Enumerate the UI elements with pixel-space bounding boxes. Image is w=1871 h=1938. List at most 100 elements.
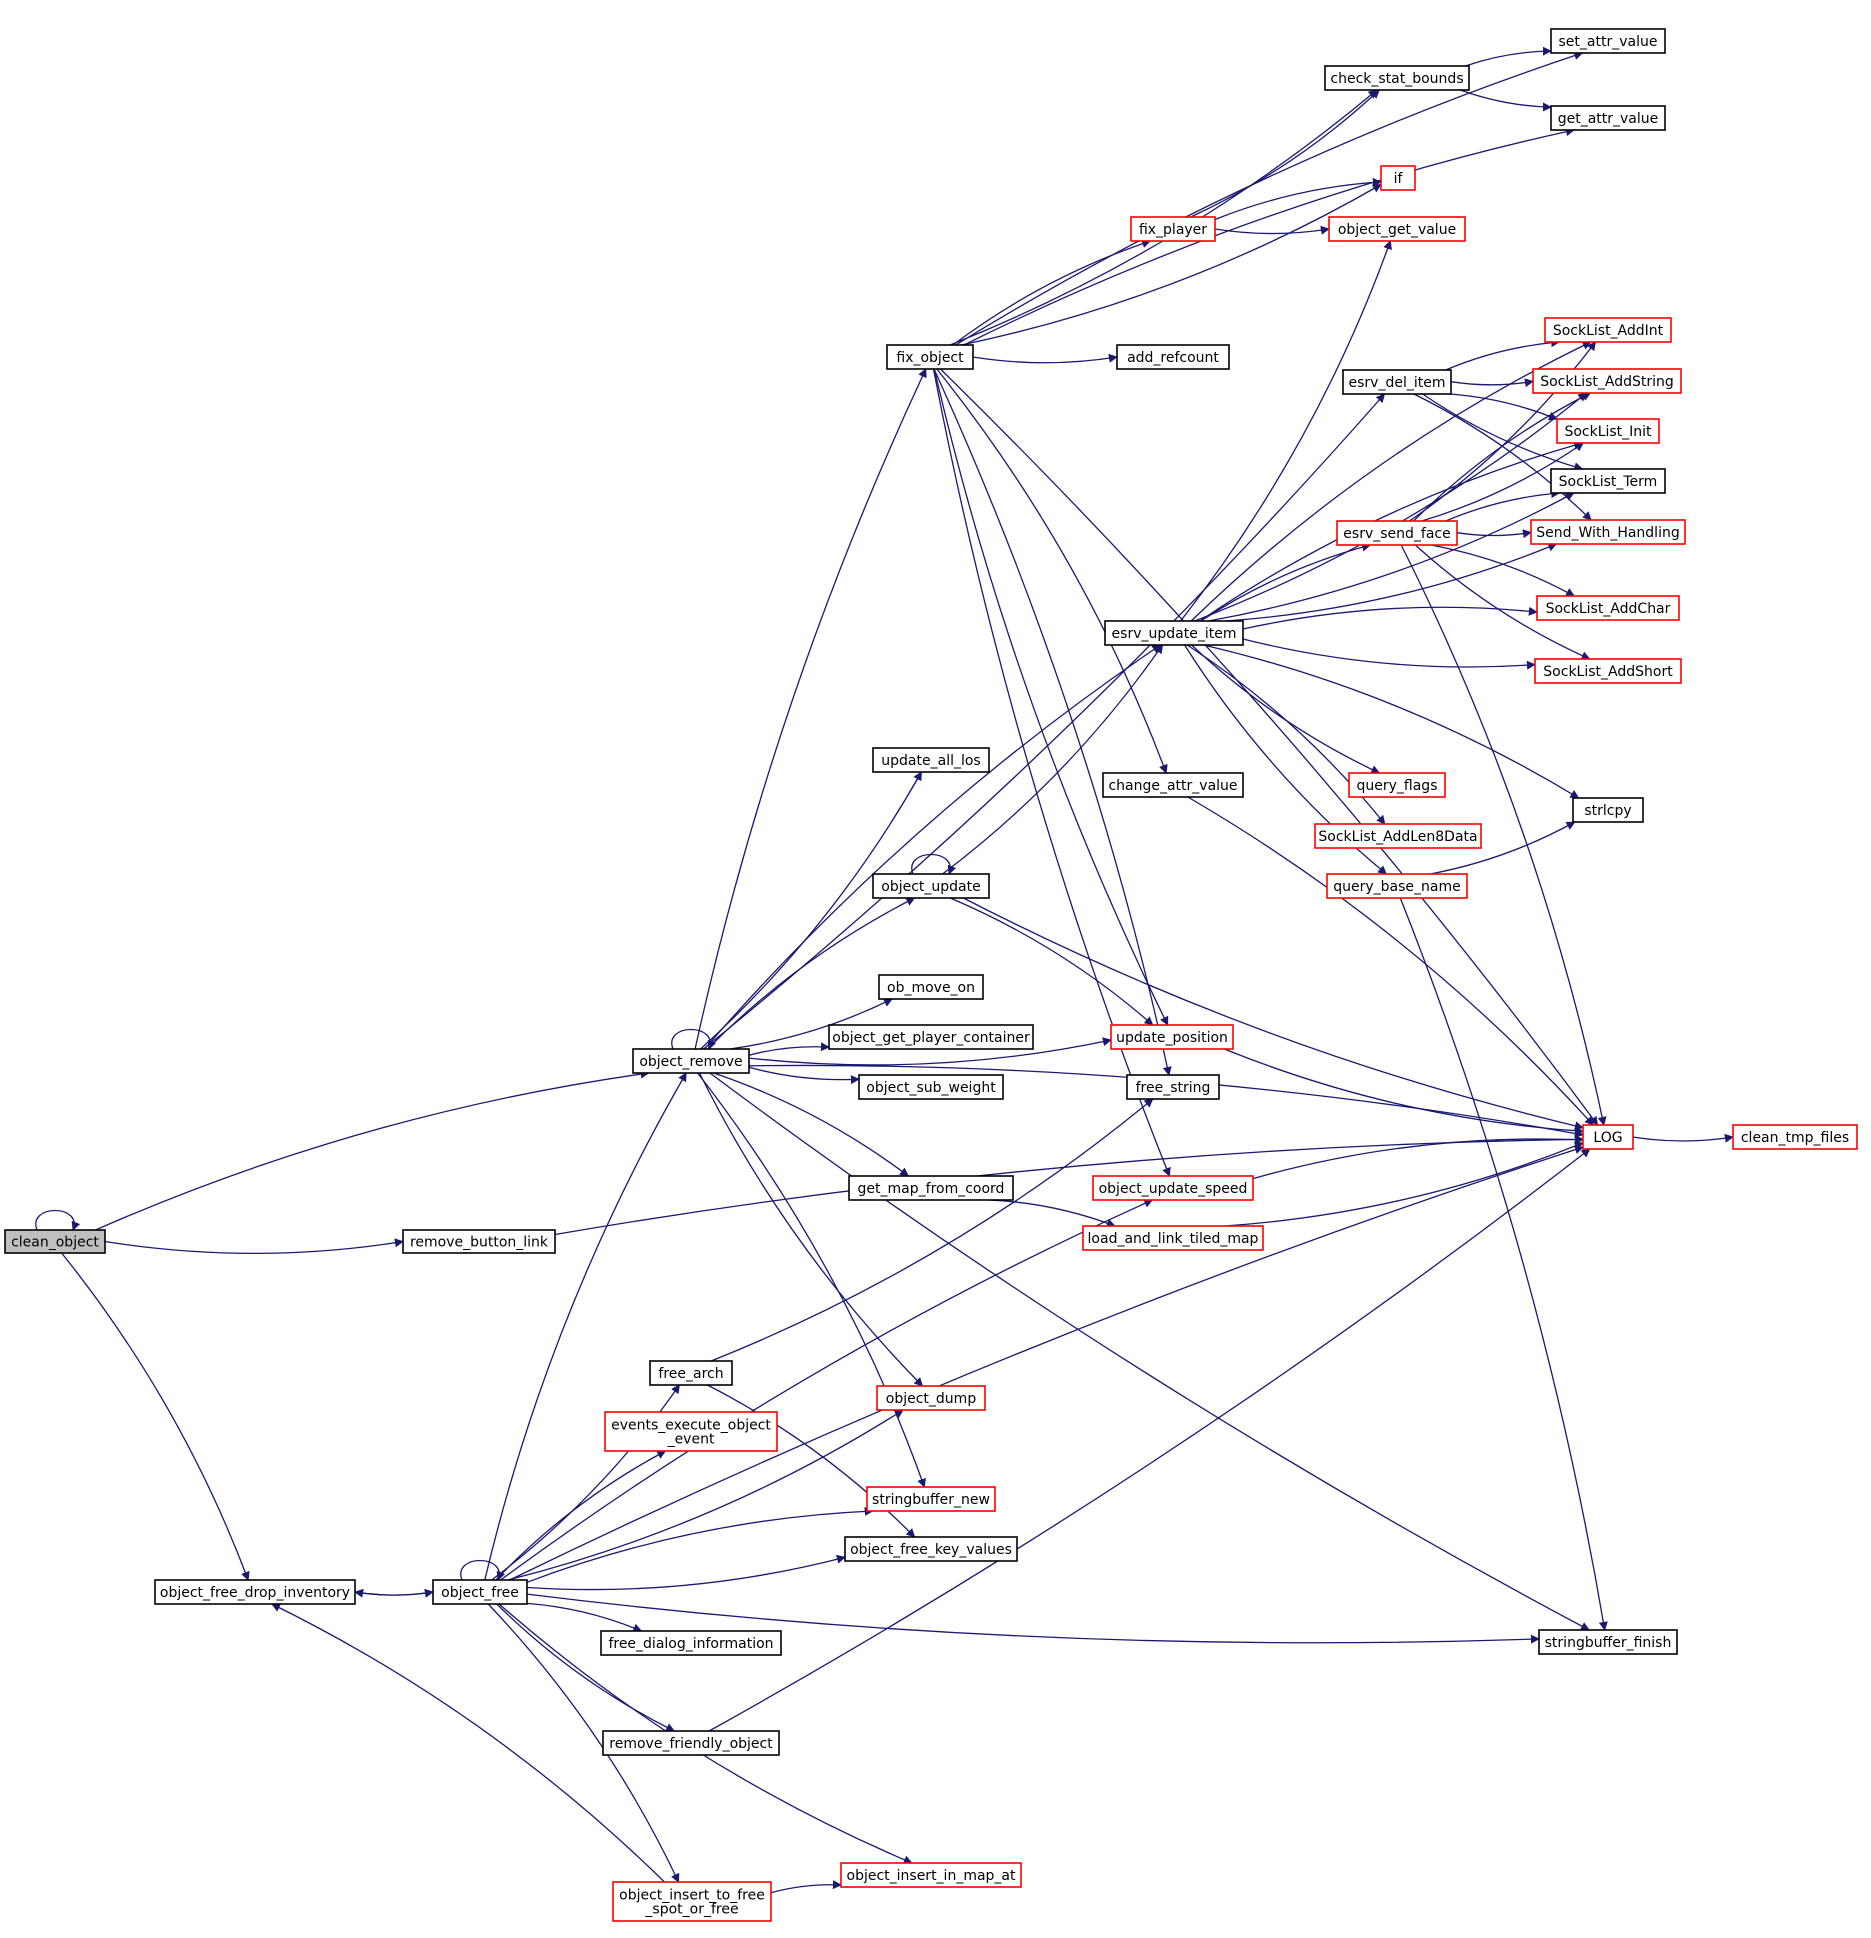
edge-remove_friendly_object-to-LOG xyxy=(708,1148,1591,1732)
edge-esrv_update_item-to-esrv_send_face xyxy=(1200,542,1372,622)
node-SockList_AddString[interactable]: SockList_AddString xyxy=(1532,368,1682,394)
node-SockList_AddChar[interactable]: SockList_AddChar xyxy=(1536,595,1680,621)
node-object_dump[interactable]: object_dump xyxy=(876,1385,986,1411)
node-get_attr_value[interactable]: get_attr_value xyxy=(1550,105,1666,131)
node-fix_player[interactable]: fix_player xyxy=(1130,216,1216,242)
node-object_insert_to_free_spot_or_free[interactable]: object_insert_to_free_spot_or_free xyxy=(612,1881,772,1922)
node-events_execute_object_event[interactable]: events_execute_object_event xyxy=(604,1411,778,1452)
edge-fix_object-to-free_string xyxy=(933,368,1172,1076)
node-SockList_Term[interactable]: SockList_Term xyxy=(1550,468,1666,494)
edge-object_free-to-events_execute_object_event xyxy=(495,1450,667,1581)
edge-fix_object-to-LOG xyxy=(939,368,1599,1126)
node-SockList_Init[interactable]: SockList_Init xyxy=(1556,418,1660,444)
node-box xyxy=(602,1730,780,1756)
node-strlcpy[interactable]: strlcpy xyxy=(1572,797,1644,823)
node-SockList_AddLen8Data[interactable]: SockList_AddLen8Data xyxy=(1314,823,1482,849)
edge-free_arch-to-object_free_key_values xyxy=(707,1384,916,1538)
node-label: object_get_value xyxy=(1338,222,1456,238)
node-label: fix_object xyxy=(896,350,964,366)
node-object_free_key_values[interactable]: object_free_key_values xyxy=(844,1536,1018,1562)
node-query_base_name[interactable]: query_base_name xyxy=(1326,873,1468,899)
node-box xyxy=(1538,1629,1678,1655)
node-update_all_los[interactable]: update_all_los xyxy=(872,747,990,773)
node-set_attr_value[interactable]: set_attr_value xyxy=(1550,28,1666,54)
node-box xyxy=(600,1630,782,1656)
edge-change_attr_value-to-LOG xyxy=(1187,796,1594,1126)
node-object_remove[interactable]: object_remove xyxy=(632,1048,750,1074)
node-free_arch[interactable]: free_arch xyxy=(649,1360,733,1386)
node-box xyxy=(1116,344,1230,370)
node-object_get_player_container[interactable]: object_get_player_container xyxy=(828,1024,1034,1050)
node-esrv_send_face[interactable]: esrv_send_face xyxy=(1336,520,1458,546)
edge-object_remove-to-stringbuffer_finish xyxy=(709,1072,1590,1631)
edge-LOG-to-clean_tmp_files xyxy=(1632,1133,1734,1143)
node-free_dialog_information[interactable]: free_dialog_information xyxy=(600,1630,782,1656)
edge-object_update-to-update_position xyxy=(949,897,1154,1026)
node-ob_move_on[interactable]: ob_move_on xyxy=(878,974,984,1000)
edge-esrv_update_item-to-SockList_Term xyxy=(1208,492,1575,622)
node-box xyxy=(872,873,990,899)
node-esrv_del_item[interactable]: esrv_del_item xyxy=(1342,369,1452,395)
node-fix_object[interactable]: fix_object xyxy=(886,344,974,370)
node-add_refcount[interactable]: add_refcount xyxy=(1116,344,1230,370)
node-remove_friendly_object[interactable]: remove_friendly_object xyxy=(602,1730,780,1756)
node-object_get_value[interactable]: object_get_value xyxy=(1328,216,1466,242)
node-box xyxy=(1532,368,1682,394)
node-box xyxy=(1550,105,1666,131)
node-label: add_refcount xyxy=(1127,350,1219,366)
node-box xyxy=(1544,317,1672,343)
node-change_attr_value[interactable]: change_attr_value xyxy=(1102,772,1244,798)
edge-object_free-to-stringbuffer_finish xyxy=(526,1593,1540,1644)
node-label: set_attr_value xyxy=(1559,34,1658,50)
node-remove_button_link[interactable]: remove_button_link xyxy=(402,1229,556,1254)
node-box xyxy=(840,1862,1022,1888)
node-clean_object[interactable]: clean_object xyxy=(4,1229,106,1254)
edge-object_remove-to-object_remove xyxy=(671,1029,717,1050)
node-label: _event xyxy=(667,1432,715,1448)
node-clean_tmp_files[interactable]: clean_tmp_files xyxy=(1732,1124,1858,1150)
node-if[interactable]: if xyxy=(1380,165,1416,191)
node-query_flags[interactable]: query_flags xyxy=(1348,772,1446,798)
node-load_and_link_tiled_map[interactable]: load_and_link_tiled_map xyxy=(1082,1225,1264,1251)
node-object_update[interactable]: object_update xyxy=(872,873,990,899)
node-esrv_update_item[interactable]: esrv_update_item xyxy=(1104,620,1244,646)
node-box xyxy=(876,1385,986,1411)
edge-esrv_send_face-to-SockList_Init xyxy=(1421,442,1584,522)
node-LOG[interactable]: LOG xyxy=(1582,1124,1634,1150)
node-box xyxy=(612,1881,772,1922)
node-label: _spot_or_free xyxy=(644,1902,738,1918)
node-label: object_free_key_values xyxy=(850,1542,1012,1558)
edges-layer xyxy=(35,46,1734,1894)
edge-esrv_send_face-to-LOG xyxy=(1400,544,1607,1126)
node-stringbuffer_new[interactable]: stringbuffer_new xyxy=(866,1486,996,1512)
node-box xyxy=(1092,1175,1254,1201)
edge-esrv_send_face-to-Send_With_Handling xyxy=(1456,529,1532,539)
node-SockList_AddShort[interactable]: SockList_AddShort xyxy=(1534,658,1682,684)
node-stringbuffer_finish[interactable]: stringbuffer_finish xyxy=(1538,1629,1678,1655)
edge-object_insert_to_free_spot_or_free-to-object_free_drop_inventory xyxy=(271,1603,665,1883)
node-object_sub_weight[interactable]: object_sub_weight xyxy=(858,1074,1004,1100)
edge-check_stat_bounds-to-set_attr_value xyxy=(1465,46,1552,67)
node-label: check_stat_bounds xyxy=(1330,71,1463,87)
edge-esrv_update_item-to-query_flags xyxy=(1191,644,1381,774)
node-label: object_free xyxy=(441,1585,519,1601)
node-box xyxy=(402,1229,556,1254)
node-object_update_speed[interactable]: object_update_speed xyxy=(1092,1175,1254,1201)
node-object_free_drop_inventory[interactable]: object_free_drop_inventory xyxy=(154,1579,356,1605)
edge-object_update-to-LOG xyxy=(963,897,1584,1131)
node-get_map_from_coord[interactable]: get_map_from_coord xyxy=(848,1175,1014,1201)
node-Send_With_Handling[interactable]: Send_With_Handling xyxy=(1530,519,1686,545)
node-label: SockList_AddLen8Data xyxy=(1318,829,1477,845)
edge-object_remove-to-object_sub_weight xyxy=(748,1066,860,1085)
node-free_string[interactable]: free_string xyxy=(1126,1074,1220,1100)
node-object_insert_in_map_at[interactable]: object_insert_in_map_at xyxy=(840,1862,1022,1888)
edge-fix_object-to-object_update_speed xyxy=(932,368,1171,1177)
node-update_position[interactable]: update_position xyxy=(1110,1024,1234,1050)
edge-query_base_name-to-stringbuffer_finish xyxy=(1399,897,1608,1631)
node-label: SockList_AddInt xyxy=(1553,323,1664,339)
node-object_free[interactable]: object_free xyxy=(432,1579,528,1605)
node-check_stat_bounds[interactable]: check_stat_bounds xyxy=(1324,65,1470,91)
edge-object_free-to-object_dump xyxy=(507,1409,904,1581)
node-SockList_AddInt[interactable]: SockList_AddInt xyxy=(1544,317,1672,343)
